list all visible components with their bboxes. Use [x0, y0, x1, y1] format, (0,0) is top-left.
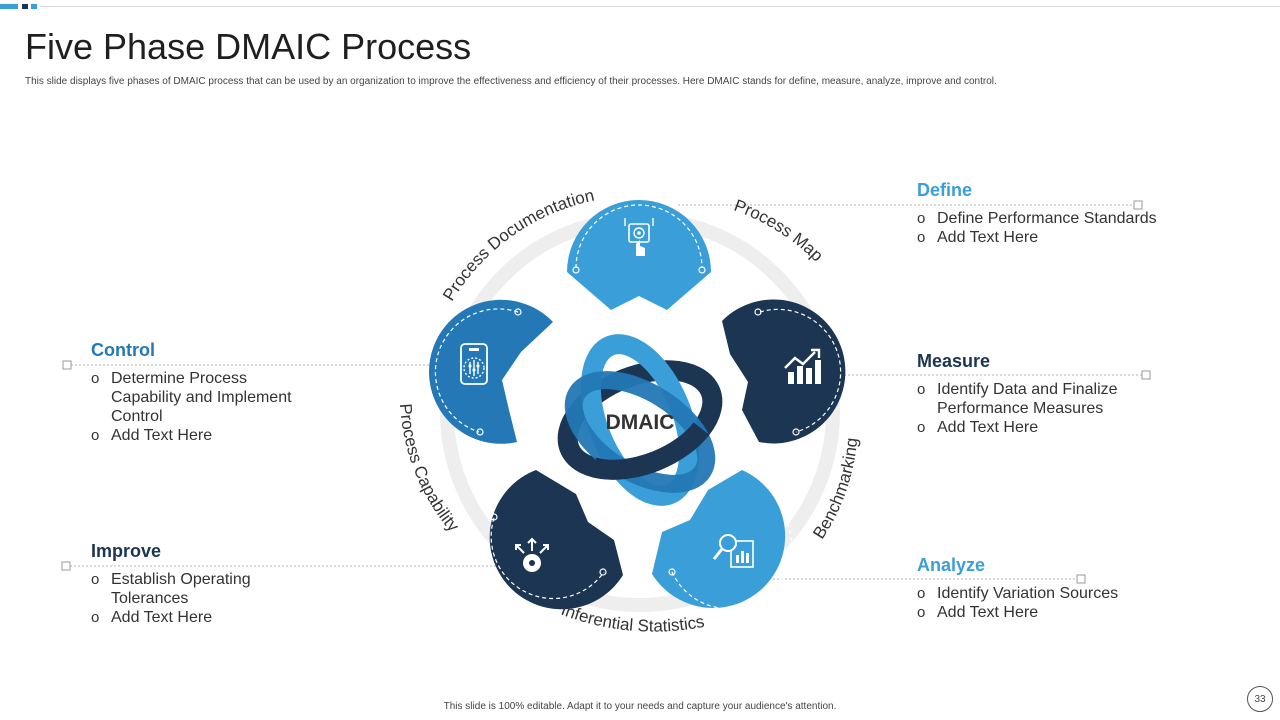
- control-panel-icon: [460, 343, 488, 385]
- list-item: Define Performance Standards: [917, 209, 1157, 228]
- phase-heading-analyze: Analyze: [917, 555, 986, 575]
- list-item: Add Text Here: [91, 608, 301, 627]
- petal-control: [429, 299, 553, 444]
- petal-improve: [489, 470, 623, 610]
- phase-heading-improve: Improve: [91, 541, 162, 561]
- phase-heading-measure: Measure: [917, 351, 991, 371]
- dmaic-center-rings: [557, 334, 723, 506]
- center-label: DMAIC: [606, 411, 675, 434]
- touch-target-icon: [624, 218, 654, 256]
- phase-measure: Measure Identify Data and Finalize Perfo…: [917, 351, 1157, 437]
- list-item: Establish Operating Tolerances: [91, 570, 301, 608]
- connector-end-measure: [1141, 370, 1151, 380]
- top-divider: [40, 6, 1280, 7]
- phase-define: Define Define Performance Standards Add …: [917, 180, 1157, 247]
- accent-block: [31, 4, 37, 9]
- connector-end-improve: [61, 561, 71, 571]
- petal-measure: [722, 299, 846, 444]
- list-item: Add Text Here: [91, 426, 306, 445]
- page-title: Five Phase DMAIC Process: [25, 26, 472, 67]
- phase-heading-control: Control: [91, 340, 155, 360]
- list-item: Identify Variation Sources: [917, 584, 1157, 603]
- magnifier-report-icon: [712, 534, 754, 568]
- connector-lines: [61, 200, 1151, 584]
- phase-analyze: Analyze Identify Variation Sources Add T…: [917, 555, 1157, 622]
- growth-chart-icon: [784, 348, 821, 384]
- phase-list-define: Define Performance Standards Add Text He…: [917, 209, 1157, 247]
- phase-list-improve: Establish Operating Tolerances Add Text …: [91, 570, 301, 627]
- connector-end-control: [62, 360, 72, 370]
- phase-improve: Improve Establish Operating Tolerances A…: [91, 541, 301, 627]
- phase-control: Control Determine Process Capability and…: [91, 340, 306, 445]
- page-subtitle: This slide displays five phases of DMAIC…: [25, 76, 997, 87]
- footer-note: This slide is 100% editable. Adapt it to…: [443, 701, 837, 712]
- top-accent-bar: [0, 4, 1280, 9]
- list-item: Add Text Here: [917, 603, 1157, 622]
- list-item: Determine Process Capability and Impleme…: [91, 369, 306, 426]
- phase-heading-define: Define: [917, 180, 973, 200]
- phase-list-measure: Identify Data and Finalize Performance M…: [917, 380, 1157, 437]
- gear-arrows-icon: [515, 537, 549, 572]
- list-item: Add Text Here: [917, 418, 1157, 437]
- page-number: 33: [1247, 686, 1273, 712]
- phase-list-analyze: Identify Variation Sources Add Text Here: [917, 584, 1157, 622]
- phase-list-control: Determine Process Capability and Impleme…: [91, 369, 306, 445]
- accent-block: [22, 4, 28, 9]
- petal-analyze: [652, 470, 793, 610]
- list-item: Identify Data and Finalize Performance M…: [917, 380, 1157, 418]
- list-item: Add Text Here: [917, 228, 1157, 247]
- connector-end-analyze: [1076, 574, 1086, 584]
- accent-block: [0, 4, 18, 9]
